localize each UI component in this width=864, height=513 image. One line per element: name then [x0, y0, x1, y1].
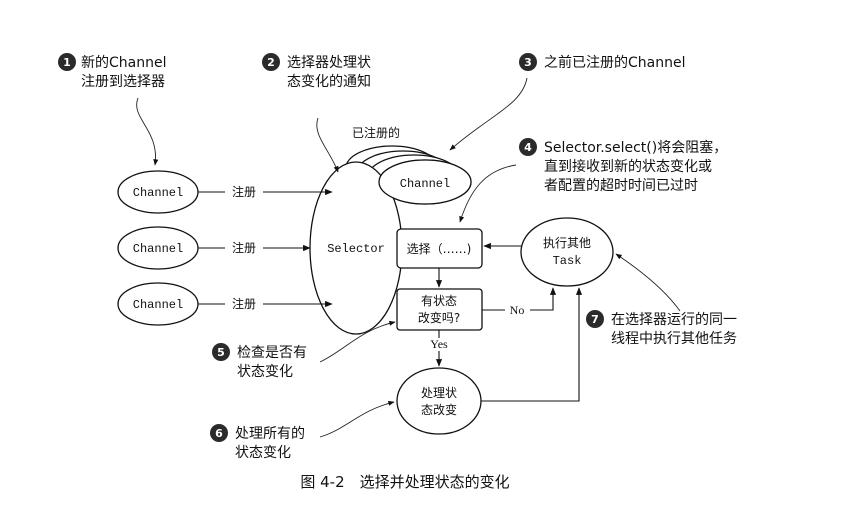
process-text-line2: 态改变: [421, 402, 457, 417]
decision-text-line1: 有状态: [421, 294, 457, 308]
callout-2-line1: 选择器处理状: [287, 55, 371, 71]
callout-6-line2: 状态变化: [235, 445, 291, 461]
callout-4-line1: Selector.select()将会阻塞，: [544, 139, 727, 156]
callout-2-line2: 态变化的通知: [287, 73, 371, 90]
callout-2-badge: 2: [262, 53, 280, 71]
svg-text:5: 5: [217, 346, 225, 359]
callout-7-pointer: [615, 253, 681, 312]
channel-3: Channel: [117, 282, 199, 326]
callout-5-badge: 5: [212, 343, 230, 361]
task-text-line1: 执行其他: [543, 236, 591, 250]
channel-text: Channel: [133, 298, 183, 312]
channel-1: Channel: [117, 170, 199, 214]
svg-text:7: 7: [591, 313, 599, 326]
process-text-line1: 处理状: [421, 386, 457, 400]
callout-4-line2: 直到接收到新的状态变化或: [544, 158, 712, 175]
registered-channel-front-ellipse: [378, 159, 472, 205]
register-label: 注册: [232, 184, 256, 199]
callout-6-pointer: [319, 400, 395, 438]
process-to-task-arrow: [481, 287, 583, 402]
callout-5-line2: 状态变化: [237, 364, 293, 380]
task-text-line2: Task: [553, 254, 582, 268]
callout-1-pointer: [136, 97, 159, 166]
callout-4-line3: 者配置的超时时间已过时: [544, 178, 698, 194]
callout-5-line1: 检查是否有: [237, 345, 307, 361]
svg-text:4: 4: [524, 141, 532, 154]
decision-text-line2: 改变吗?: [418, 310, 460, 325]
yes-label: Yes: [430, 337, 448, 351]
registered-label: 已注册的: [352, 125, 400, 140]
svg-text:1: 1: [63, 56, 71, 69]
no-arrow: [530, 287, 557, 311]
callout-4-badge: 4: [519, 138, 537, 156]
register-label: 注册: [232, 240, 256, 255]
callout-3-pointer: [449, 77, 528, 151]
callout-6-badge: 6: [210, 424, 228, 442]
callout-7-badge: 7: [586, 310, 604, 328]
select-box-text: 选择（……): [407, 242, 472, 256]
svg-text:3: 3: [524, 56, 532, 69]
figure-caption: 图 4-2 选择并处理状态的变化: [300, 473, 509, 491]
callout-1-line2: 注册到选择器: [81, 74, 165, 90]
svg-text:6: 6: [215, 427, 223, 440]
channel-text: Channel: [133, 242, 183, 256]
callout-6-line1: 处理所有的: [235, 426, 305, 442]
callout-3-line1: 之前已注册的Channel: [544, 54, 685, 71]
callout-1-badge: 1: [58, 53, 76, 71]
selector-text: Selector: [327, 242, 385, 256]
channel-text: Channel: [133, 186, 183, 200]
svg-text:2: 2: [267, 56, 275, 69]
channel-2: Channel: [117, 226, 199, 270]
no-label: No: [510, 303, 525, 317]
registered-channel-text: Channel: [400, 177, 450, 191]
callout-2-pointer: [316, 117, 339, 173]
callout-7-line1: 在选择器运行的同一: [611, 312, 737, 328]
callout-1-line1: 新的Channel: [81, 55, 166, 71]
callout-5-pointer: [319, 320, 396, 363]
callout-4-pointer: [459, 164, 517, 223]
process-ellipse: [396, 367, 482, 435]
register-label: 注册: [232, 296, 256, 311]
callout-7-line2: 线程中执行其他任务: [611, 331, 737, 347]
callout-3-badge: 3: [519, 53, 537, 71]
task-ellipse: [520, 217, 614, 287]
